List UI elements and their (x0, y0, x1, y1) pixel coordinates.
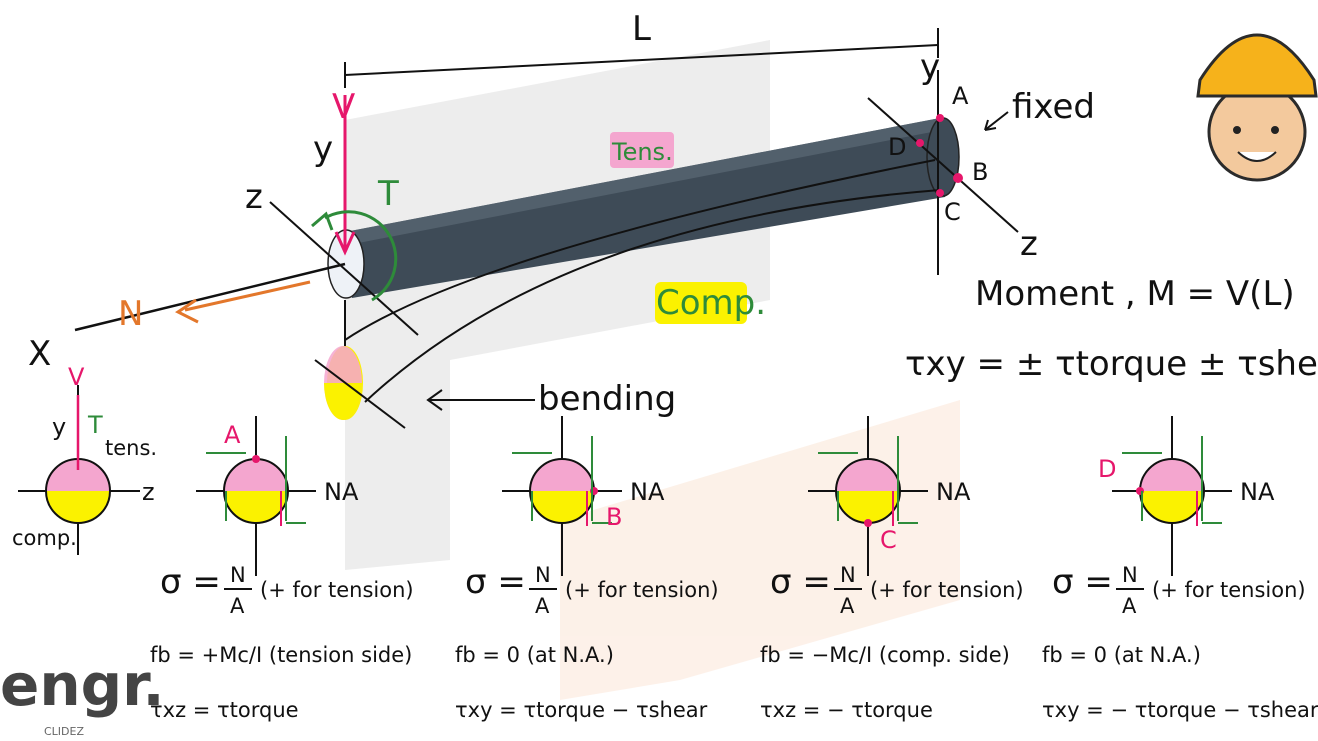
sigma-note: (+ for tension) (1152, 578, 1306, 602)
bending-callout: bending (426, 379, 676, 419)
z-axis-label-left: z (245, 177, 263, 217)
key-compression-label: comp. (12, 526, 77, 550)
section-key: V y T tens. z comp. (12, 363, 157, 555)
section-point-label: B (606, 503, 622, 531)
key-shear-label: V (68, 363, 85, 391)
shear-stress-equation: τxz = − τtorque (760, 698, 933, 722)
point-c-label: C (944, 198, 961, 226)
torque-arrows (1122, 436, 1222, 524)
compression-tag: Comp. (655, 282, 766, 324)
sigma-note: (+ for tension) (565, 578, 719, 602)
section-point-label: D (1098, 455, 1116, 483)
section-point-label: A (224, 421, 241, 449)
section-point-dot (252, 455, 260, 463)
sigma-denominator: A (1122, 594, 1137, 618)
sigma-symbol: σ = (465, 562, 526, 602)
key-tension-label: tens. (105, 436, 157, 460)
axial-force-label: N (118, 294, 143, 334)
torque-arrows (206, 436, 306, 524)
sigma-numerator: N (535, 563, 551, 587)
point-a-dot (936, 114, 944, 122)
neutral-axis-label: NA (1240, 478, 1275, 506)
z-axis-label-right: z (1020, 224, 1038, 264)
shear-label: V (332, 87, 355, 127)
brand-logo-text: engr. (0, 651, 165, 719)
point-d-dot (916, 139, 924, 147)
torque-label: T (377, 174, 399, 214)
neutral-axis-label: NA (936, 478, 971, 506)
length-dimension: L (344, 9, 939, 88)
sigma-symbol: σ = (1052, 562, 1113, 602)
point-b-label: B (972, 158, 988, 186)
bending-label: bending (538, 379, 676, 419)
y-axis-label-left: y (313, 129, 333, 169)
sigma-denominator: A (230, 594, 245, 618)
point-d-label: D (888, 133, 906, 161)
beam (327, 117, 960, 299)
engineer-avatar (1196, 33, 1318, 182)
neutral-axis-label: NA (324, 478, 359, 506)
left-axes: V y z T X N (28, 87, 419, 374)
sigma-numerator: N (230, 563, 246, 587)
point-a-label: A (952, 82, 969, 110)
section-point-dot (864, 519, 872, 527)
bent-section (314, 346, 406, 429)
tau-xy-equation: τxy = ± τtorque ± τshear (905, 344, 1318, 384)
bending-stress-equation: fb = −Mc/I (comp. side) (760, 643, 1010, 667)
neutral-axis-label: NA (630, 478, 665, 506)
bending-stress-equation: fb = 0 (at N.A.) (1042, 643, 1201, 667)
sigma-denominator: A (840, 594, 855, 618)
length-label: L (632, 9, 651, 49)
point-c-dot (936, 189, 944, 197)
shear-stress-equation: τxz = τtorque (150, 698, 299, 722)
key-z-label: z (142, 478, 155, 506)
y-axis-label-right: y (920, 47, 940, 87)
sigma-symbol: σ = (770, 562, 831, 602)
sigma-numerator: N (1122, 563, 1138, 587)
right-axes: y z A B C D fixed (867, 47, 1095, 275)
point-b-dot (953, 173, 963, 183)
sigma-denominator: A (535, 594, 550, 618)
torque-arrows (818, 436, 918, 524)
sigma-symbol: σ = (160, 562, 221, 602)
key-torque-label: T (87, 411, 103, 439)
section-point-label: C (880, 526, 897, 554)
bending-stress-equation: fb = 0 (at N.A.) (455, 643, 614, 667)
moment-equation: Moment , M = V(L) (975, 274, 1295, 314)
tension-label: Tens. (611, 138, 673, 166)
brand-sub-text: CLIDEZ (44, 725, 84, 738)
sigma-numerator: N (840, 563, 856, 587)
x-axis-label: X (28, 334, 51, 374)
shear-stress-equation: τxy = − τtorque − τshear (1042, 698, 1318, 722)
shear-stress-equation: τxy = τtorque − τshear (455, 698, 708, 722)
fixed-label: fixed (1012, 87, 1095, 127)
brand-logo: engr. CLIDEZ (0, 651, 165, 738)
compression-label: Comp. (656, 283, 766, 323)
key-y-label: y (52, 413, 66, 441)
bending-stress-equation: fb = +Mc/I (tension side) (150, 643, 412, 667)
sigma-note: (+ for tension) (260, 578, 414, 602)
torque-arrows (512, 436, 612, 524)
beam-right-end (926, 117, 960, 197)
sigma-note: (+ for tension) (870, 578, 1024, 602)
tension-tag: Tens. (610, 132, 674, 168)
